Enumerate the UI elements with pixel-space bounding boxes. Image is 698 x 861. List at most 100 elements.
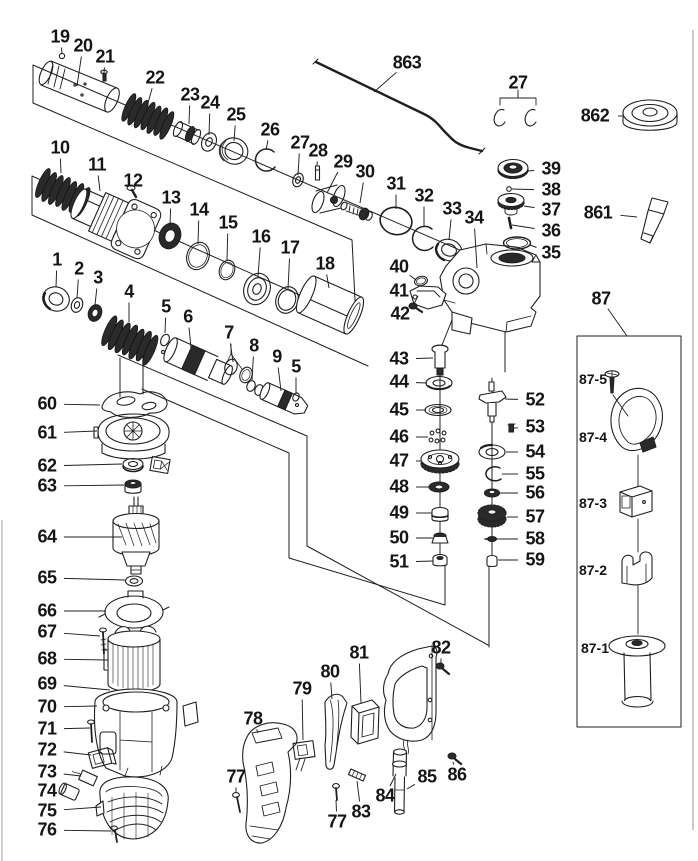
- part-45-washer: [424, 403, 452, 417]
- part-72-brush-holder: [87, 747, 117, 769]
- part-42-screw: [408, 302, 424, 314]
- part-46-balls: [428, 428, 447, 444]
- part-4-spring: [97, 313, 162, 368]
- part-54-bearing: [478, 443, 506, 460]
- part-5b-clip: [292, 392, 300, 408]
- leader-43: [415, 357, 434, 359]
- part-24: [200, 132, 218, 152]
- leader-863: [373, 71, 397, 93]
- leader-14: [197, 220, 200, 245]
- side-handle-box: [576, 335, 682, 728]
- part-7-rings: [224, 358, 253, 384]
- part-862-cap: [622, 99, 678, 131]
- leader-16: [257, 247, 261, 277]
- part-84-plunger: [391, 748, 408, 777]
- part-86-screw: [447, 752, 463, 766]
- leader-36: [511, 224, 535, 229]
- part-70-field-housing: [93, 688, 199, 778]
- part-41-cap: [409, 285, 447, 310]
- part-terminal-plate: [149, 455, 171, 475]
- leader-39: [527, 170, 535, 172]
- part-22-spring: [118, 91, 178, 142]
- part-40-oring: [414, 275, 428, 287]
- part-863-rod: [314, 60, 484, 153]
- part-85-rod: [393, 776, 406, 815]
- leader-29: [326, 171, 339, 194]
- leader-62: [63, 463, 123, 466]
- part-58-clip: [484, 535, 498, 543]
- part-19: [58, 52, 66, 60]
- leader-13: [169, 208, 172, 227]
- leader-24: [208, 113, 211, 136]
- leader-87: [607, 308, 628, 337]
- leader-75: [63, 806, 102, 811]
- leader-20: [76, 56, 82, 87]
- leader-35: [529, 244, 537, 248]
- part-6-piston: [163, 337, 233, 385]
- leader-60: [63, 403, 101, 406]
- part-31-oring: [379, 206, 413, 236]
- part-76-screw: [110, 825, 118, 843]
- part-50-cup: [431, 532, 449, 544]
- part-49-sleeve: [431, 506, 449, 522]
- leader-69: [63, 685, 111, 691]
- leader-51: [415, 560, 434, 562]
- leader-9: [277, 367, 282, 392]
- leader-67: [63, 632, 101, 637]
- part-59-sleeve: [486, 554, 498, 568]
- leader-5: [164, 317, 167, 334]
- leader-63: [63, 484, 125, 487]
- part-44-bearing: [425, 375, 453, 391]
- part-51-sleeve: [432, 553, 448, 567]
- part-52-crankshaft: [478, 381, 507, 423]
- part-trigger-housing: [383, 645, 438, 755]
- part-78-side-cover: [242, 722, 298, 844]
- leader-34: [474, 228, 478, 269]
- part-87-2-clip: [621, 551, 653, 586]
- leader-70: [63, 705, 98, 708]
- part-82-screw: [435, 662, 451, 676]
- part-27-washer: [292, 172, 304, 188]
- leader-71: [63, 727, 91, 730]
- part-53-screw: [507, 423, 516, 433]
- leader-18: [326, 274, 330, 289]
- part-36-pin: [507, 216, 513, 230]
- part-65-washer: [124, 575, 144, 587]
- part-25: [218, 137, 249, 165]
- part-77-screw-mid: [332, 783, 340, 801]
- leader-25: [233, 125, 236, 142]
- leader-8: [251, 356, 254, 381]
- leader-30: [359, 182, 364, 204]
- part-87-4-loop: [610, 387, 663, 453]
- part-71-screw: [87, 719, 95, 743]
- leader-78: [256, 729, 259, 734]
- leader-84: [389, 773, 397, 787]
- leader-85: [406, 783, 416, 790]
- leader-72: [63, 751, 92, 756]
- leader-22: [147, 88, 153, 104]
- part-77-screw-left: [232, 792, 241, 813]
- part-29-cylinder: [311, 184, 346, 214]
- leader-33: [448, 219, 452, 241]
- leader-19: [60, 47, 63, 54]
- leader-77: [335, 799, 337, 812]
- part-63-bearing: [124, 479, 142, 494]
- part-39-bearing: [497, 158, 529, 180]
- leader-79: [301, 699, 304, 741]
- part-30-bolt: [340, 201, 373, 221]
- leader-6: [188, 327, 192, 349]
- leader-17: [287, 258, 290, 290]
- part-27-rings: [493, 89, 537, 127]
- part-13-seal: [158, 222, 182, 250]
- part-35-ring: [502, 236, 532, 250]
- part-80-lever: [324, 693, 348, 770]
- part-28-pin: [314, 165, 321, 181]
- part-12-screw: [126, 185, 138, 199]
- part-87-5-screw: [604, 370, 620, 394]
- leader-7: [229, 343, 234, 363]
- leader-37: [523, 205, 535, 209]
- part-14-ring: [186, 241, 210, 271]
- page-edge-left: [1, 520, 3, 861]
- part-66-baffle: [98, 590, 170, 629]
- leader-76: [63, 829, 112, 832]
